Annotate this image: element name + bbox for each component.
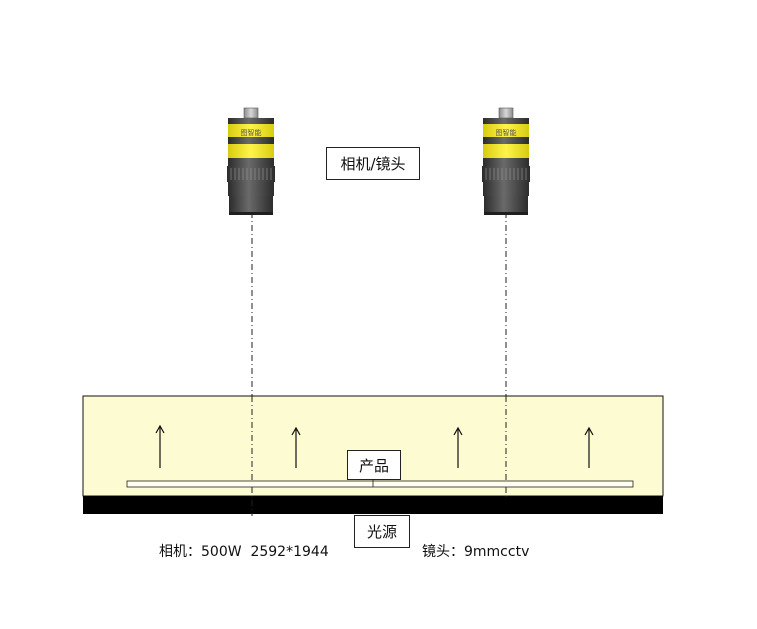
camera-icon: 图智能	[226, 107, 276, 216]
arrow-up-icon	[453, 426, 463, 468]
product-plate	[126, 480, 634, 488]
arrow-up-icon	[291, 426, 301, 468]
product-label: 产品	[347, 450, 401, 480]
arrow-up-icon	[584, 426, 594, 468]
light-source-bar	[83, 496, 663, 514]
light-source-label: 光源	[354, 515, 410, 548]
camera-brand-text: 图智能	[241, 128, 262, 137]
lens-spec: 镜头：9mmcctv	[422, 544, 530, 560]
camera-icon: 图智能	[481, 107, 531, 216]
camera-brand-text: 图智能	[496, 128, 517, 137]
camera-spec: 相机：500W 2592*1944	[159, 544, 329, 560]
arrow-up-icon	[155, 424, 165, 468]
camera-lens-label: 相机/镜头	[326, 147, 420, 180]
